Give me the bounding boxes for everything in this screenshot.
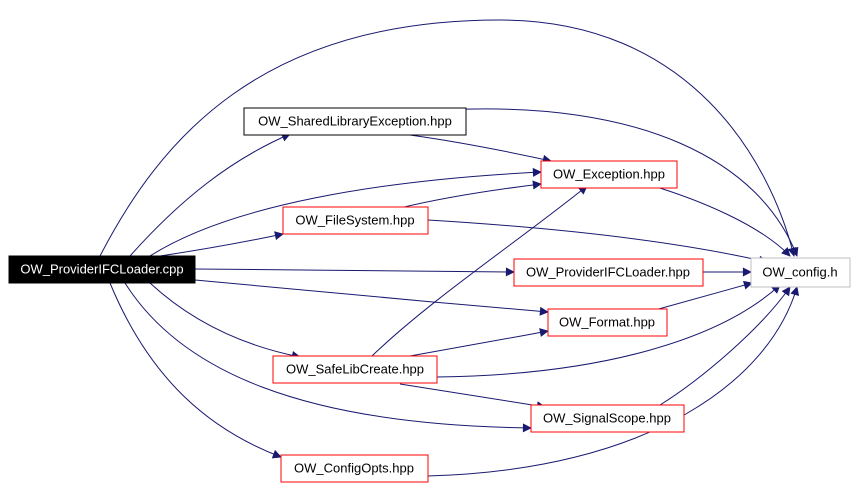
edge-safelib-signalscope xyxy=(399,383,546,411)
node-format[interactable]: OW_Format.hpp xyxy=(547,308,668,337)
node-safelibcreate[interactable]: OW_SafeLibCreate.hpp xyxy=(272,355,438,384)
node-provider-ifc-loader-hpp[interactable]: OW_ProviderIFCLoader.hpp xyxy=(513,258,704,287)
edge-safelib-config xyxy=(436,284,781,378)
edge-root-config xyxy=(99,19,797,257)
node-config-h[interactable]: OW_config.h xyxy=(750,257,851,288)
node-filesystem[interactable]: OW_FileSystem.hpp xyxy=(282,206,429,235)
edge-root-safelib xyxy=(149,282,301,360)
node-shared-lib-exception[interactable]: OW_SharedLibraryException.hpp xyxy=(243,107,467,136)
edge-root-filesystem xyxy=(159,231,284,257)
edge-root-configopts xyxy=(109,282,282,459)
edge-root-pifcl xyxy=(194,267,515,277)
node-label-provider-ifc-loader-hpp: OW_ProviderIFCLoader.hpp xyxy=(526,264,690,279)
nodes: OW_ProviderIFCLoader.cpp OW_SharedLibrar… xyxy=(8,107,851,483)
edge-sharedlib-exception xyxy=(409,134,552,164)
node-label-filesystem: OW_FileSystem.hpp xyxy=(295,212,414,227)
node-label-configopts: OW_ConfigOpts.hpp xyxy=(294,460,414,475)
edge-filesystem-exception xyxy=(399,180,542,209)
edge-safelib-format xyxy=(409,328,549,357)
node-label-shared-lib-exception: OW_SharedLibraryException.hpp xyxy=(258,113,452,128)
node-configopts[interactable]: OW_ConfigOpts.hpp xyxy=(280,454,429,483)
node-exception[interactable]: OW_Exception.hpp xyxy=(540,160,678,189)
node-label-format: OW_Format.hpp xyxy=(559,314,655,329)
edge-root-exception xyxy=(149,167,542,257)
node-label-exception: OW_Exception.hpp xyxy=(553,166,665,181)
edge-format-config xyxy=(654,280,753,311)
node-signalscope[interactable]: OW_SignalScope.hpp xyxy=(530,404,685,433)
node-label-safelibcreate: OW_SafeLibCreate.hpp xyxy=(286,361,424,376)
node-label-signalscope: OW_SignalScope.hpp xyxy=(543,410,671,425)
edge-root-sharedlib xyxy=(129,133,291,257)
edge-root-format xyxy=(194,279,549,316)
node-root[interactable]: OW_ProviderIFCLoader.cpp xyxy=(8,255,196,284)
edge-signalscope-config xyxy=(659,286,791,406)
edges xyxy=(99,19,800,477)
edge-configopts-config xyxy=(427,286,800,477)
edge-safelib-exception xyxy=(371,185,588,357)
edge-exception-config xyxy=(649,184,791,257)
node-label-config-h: OW_config.h xyxy=(762,264,837,279)
edge-root-signalscope xyxy=(124,282,532,433)
node-label-root: OW_ProviderIFCLoader.cpp xyxy=(20,261,183,276)
edge-sharedlib-config xyxy=(444,108,799,257)
edge-filesystem-config xyxy=(427,219,768,265)
